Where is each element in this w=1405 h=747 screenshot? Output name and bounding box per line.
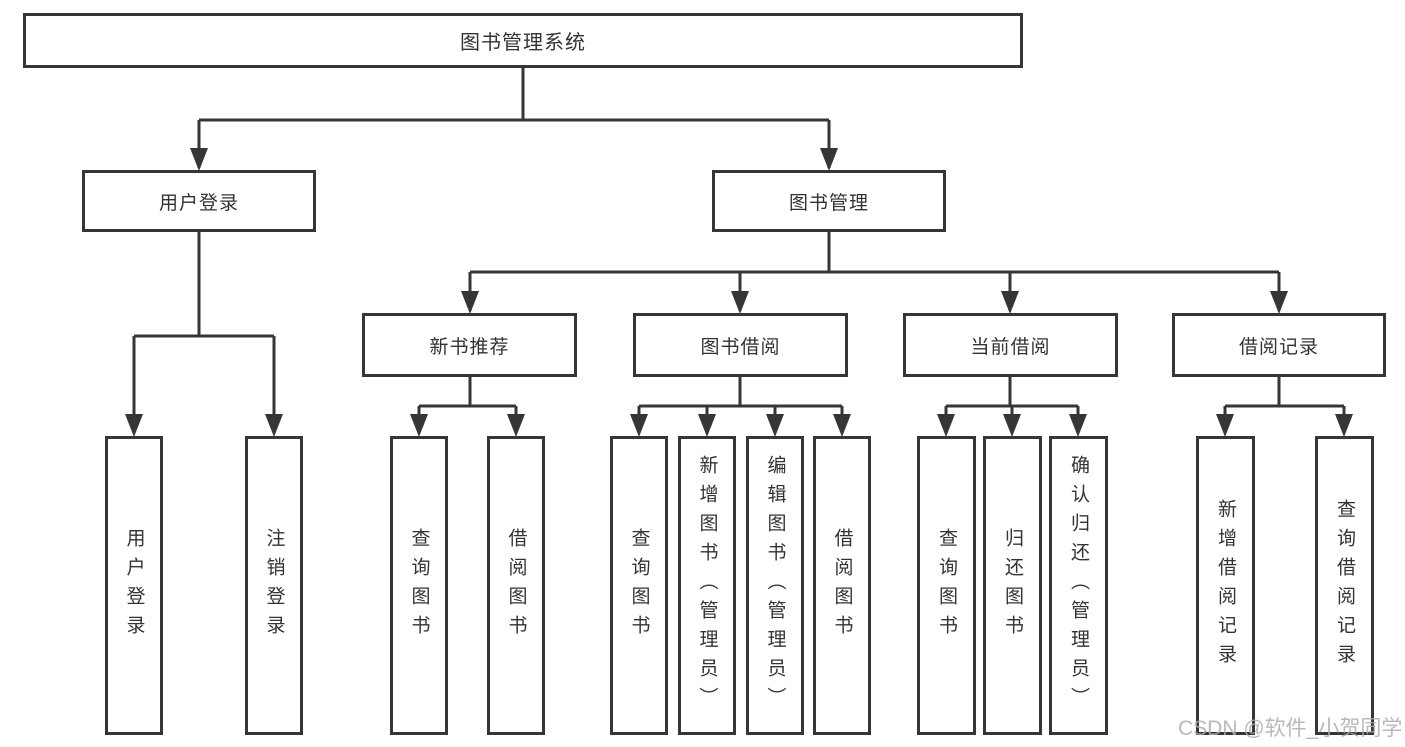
node-book-management: 图书管理 — [712, 170, 946, 232]
connector-borrowrecords-to-leaves — [1223, 377, 1346, 433]
leaf-logout: 注销登录 — [245, 436, 303, 735]
arrow-down-icon — [937, 414, 955, 437]
leaf-borrow-books-2: 借阅图书 — [813, 436, 871, 735]
leaf-add-borrow-record-label: 新增借阅记录 — [1215, 498, 1236, 673]
node-book-borrowing: 图书借阅 — [633, 313, 848, 377]
leaf-query-books-2: 查询图书 — [610, 436, 668, 735]
leaf-user-login: 用户登录 — [105, 436, 163, 735]
leaf-query-borrow-record-label: 查询借阅记录 — [1334, 498, 1355, 673]
leaf-add-borrow-record: 新增借阅记录 — [1196, 436, 1255, 735]
leaf-edit-books-admin-label: 编辑图书（管理员） — [764, 455, 786, 716]
arrowhead-icons — [125, 148, 1353, 437]
arrow-down-icon — [731, 291, 749, 314]
leaf-confirm-return-admin: 确认归还（管理员） — [1049, 436, 1108, 735]
leaf-query-books-3: 查询图书 — [917, 436, 976, 735]
leaf-borrow-books-2-label: 借阅图书 — [831, 527, 853, 644]
leaf-confirm-return-admin-label: 确认归还（管理员） — [1068, 455, 1089, 716]
arrow-down-icon — [507, 414, 525, 437]
arrow-down-icon — [190, 148, 208, 171]
node-book-management-label: 图书管理 — [788, 192, 869, 214]
leaf-borrow-books-1: 借阅图书 — [487, 436, 545, 735]
leaf-add-books-admin: 新增图书（管理员） — [678, 436, 736, 735]
arrow-down-icon — [1335, 414, 1353, 437]
arrow-down-icon — [766, 414, 784, 437]
leaf-logout-label: 注销登录 — [263, 527, 285, 644]
leaf-query-books-1-label: 查询图书 — [408, 527, 430, 644]
leaf-borrow-books-1-label: 借阅图书 — [505, 527, 527, 644]
connector-bookmgmt-to-level3 — [468, 232, 1281, 311]
csdn-watermark: CSDN @软件_小贺同学 — [1178, 717, 1403, 740]
arrow-down-icon — [1003, 414, 1021, 437]
node-user-login-label: 用户登录 — [158, 192, 239, 214]
connector-newbook-to-leaves — [417, 377, 518, 433]
arrow-down-icon — [630, 414, 648, 437]
arrow-down-icon — [820, 148, 838, 171]
leaf-query-books-1: 查询图书 — [390, 436, 448, 735]
arrow-down-icon — [265, 414, 283, 437]
node-new-book-recommend-label: 新书推荐 — [429, 336, 510, 358]
arrow-down-icon — [461, 291, 479, 314]
leaf-return-books: 归还图书 — [983, 436, 1042, 735]
connector-root-to-level2 — [197, 68, 831, 168]
leaf-return-books-label: 归还图书 — [1002, 527, 1023, 644]
node-current-borrowing: 当前借阅 — [903, 313, 1118, 377]
arrow-down-icon — [410, 414, 428, 437]
node-borrowing-records-label: 借阅记录 — [1238, 336, 1319, 358]
arrow-down-icon — [125, 414, 143, 437]
leaf-query-books-3-label: 查询图书 — [936, 527, 957, 644]
leaf-edit-books-admin: 编辑图书（管理员） — [746, 436, 804, 735]
leaf-query-borrow-record: 查询借阅记录 — [1315, 436, 1374, 735]
arrow-down-icon — [1001, 291, 1019, 314]
node-user-login: 用户登录 — [82, 170, 316, 232]
leaf-user-login-label: 用户登录 — [123, 527, 145, 644]
node-root: 图书管理系统 — [23, 13, 1023, 68]
arrow-down-icon — [1069, 414, 1087, 437]
node-new-book-recommend: 新书推荐 — [362, 313, 577, 377]
leaf-add-books-admin-label: 新增图书（管理员） — [696, 455, 718, 716]
node-book-borrowing-label: 图书借阅 — [700, 336, 781, 358]
arrow-down-icon — [833, 414, 851, 437]
arrow-down-icon — [698, 414, 716, 437]
leaf-query-books-2-label: 查询图书 — [628, 527, 650, 644]
connector-bookborrow-to-leaves — [637, 377, 844, 433]
connector-userlogin-to-leaves — [132, 232, 276, 433]
node-root-label: 图书管理系统 — [460, 32, 586, 54]
node-borrowing-records: 借阅记录 — [1172, 313, 1386, 377]
node-current-borrowing-label: 当前借阅 — [970, 336, 1051, 358]
arrow-down-icon — [1270, 291, 1288, 314]
arrow-down-icon — [1216, 414, 1234, 437]
